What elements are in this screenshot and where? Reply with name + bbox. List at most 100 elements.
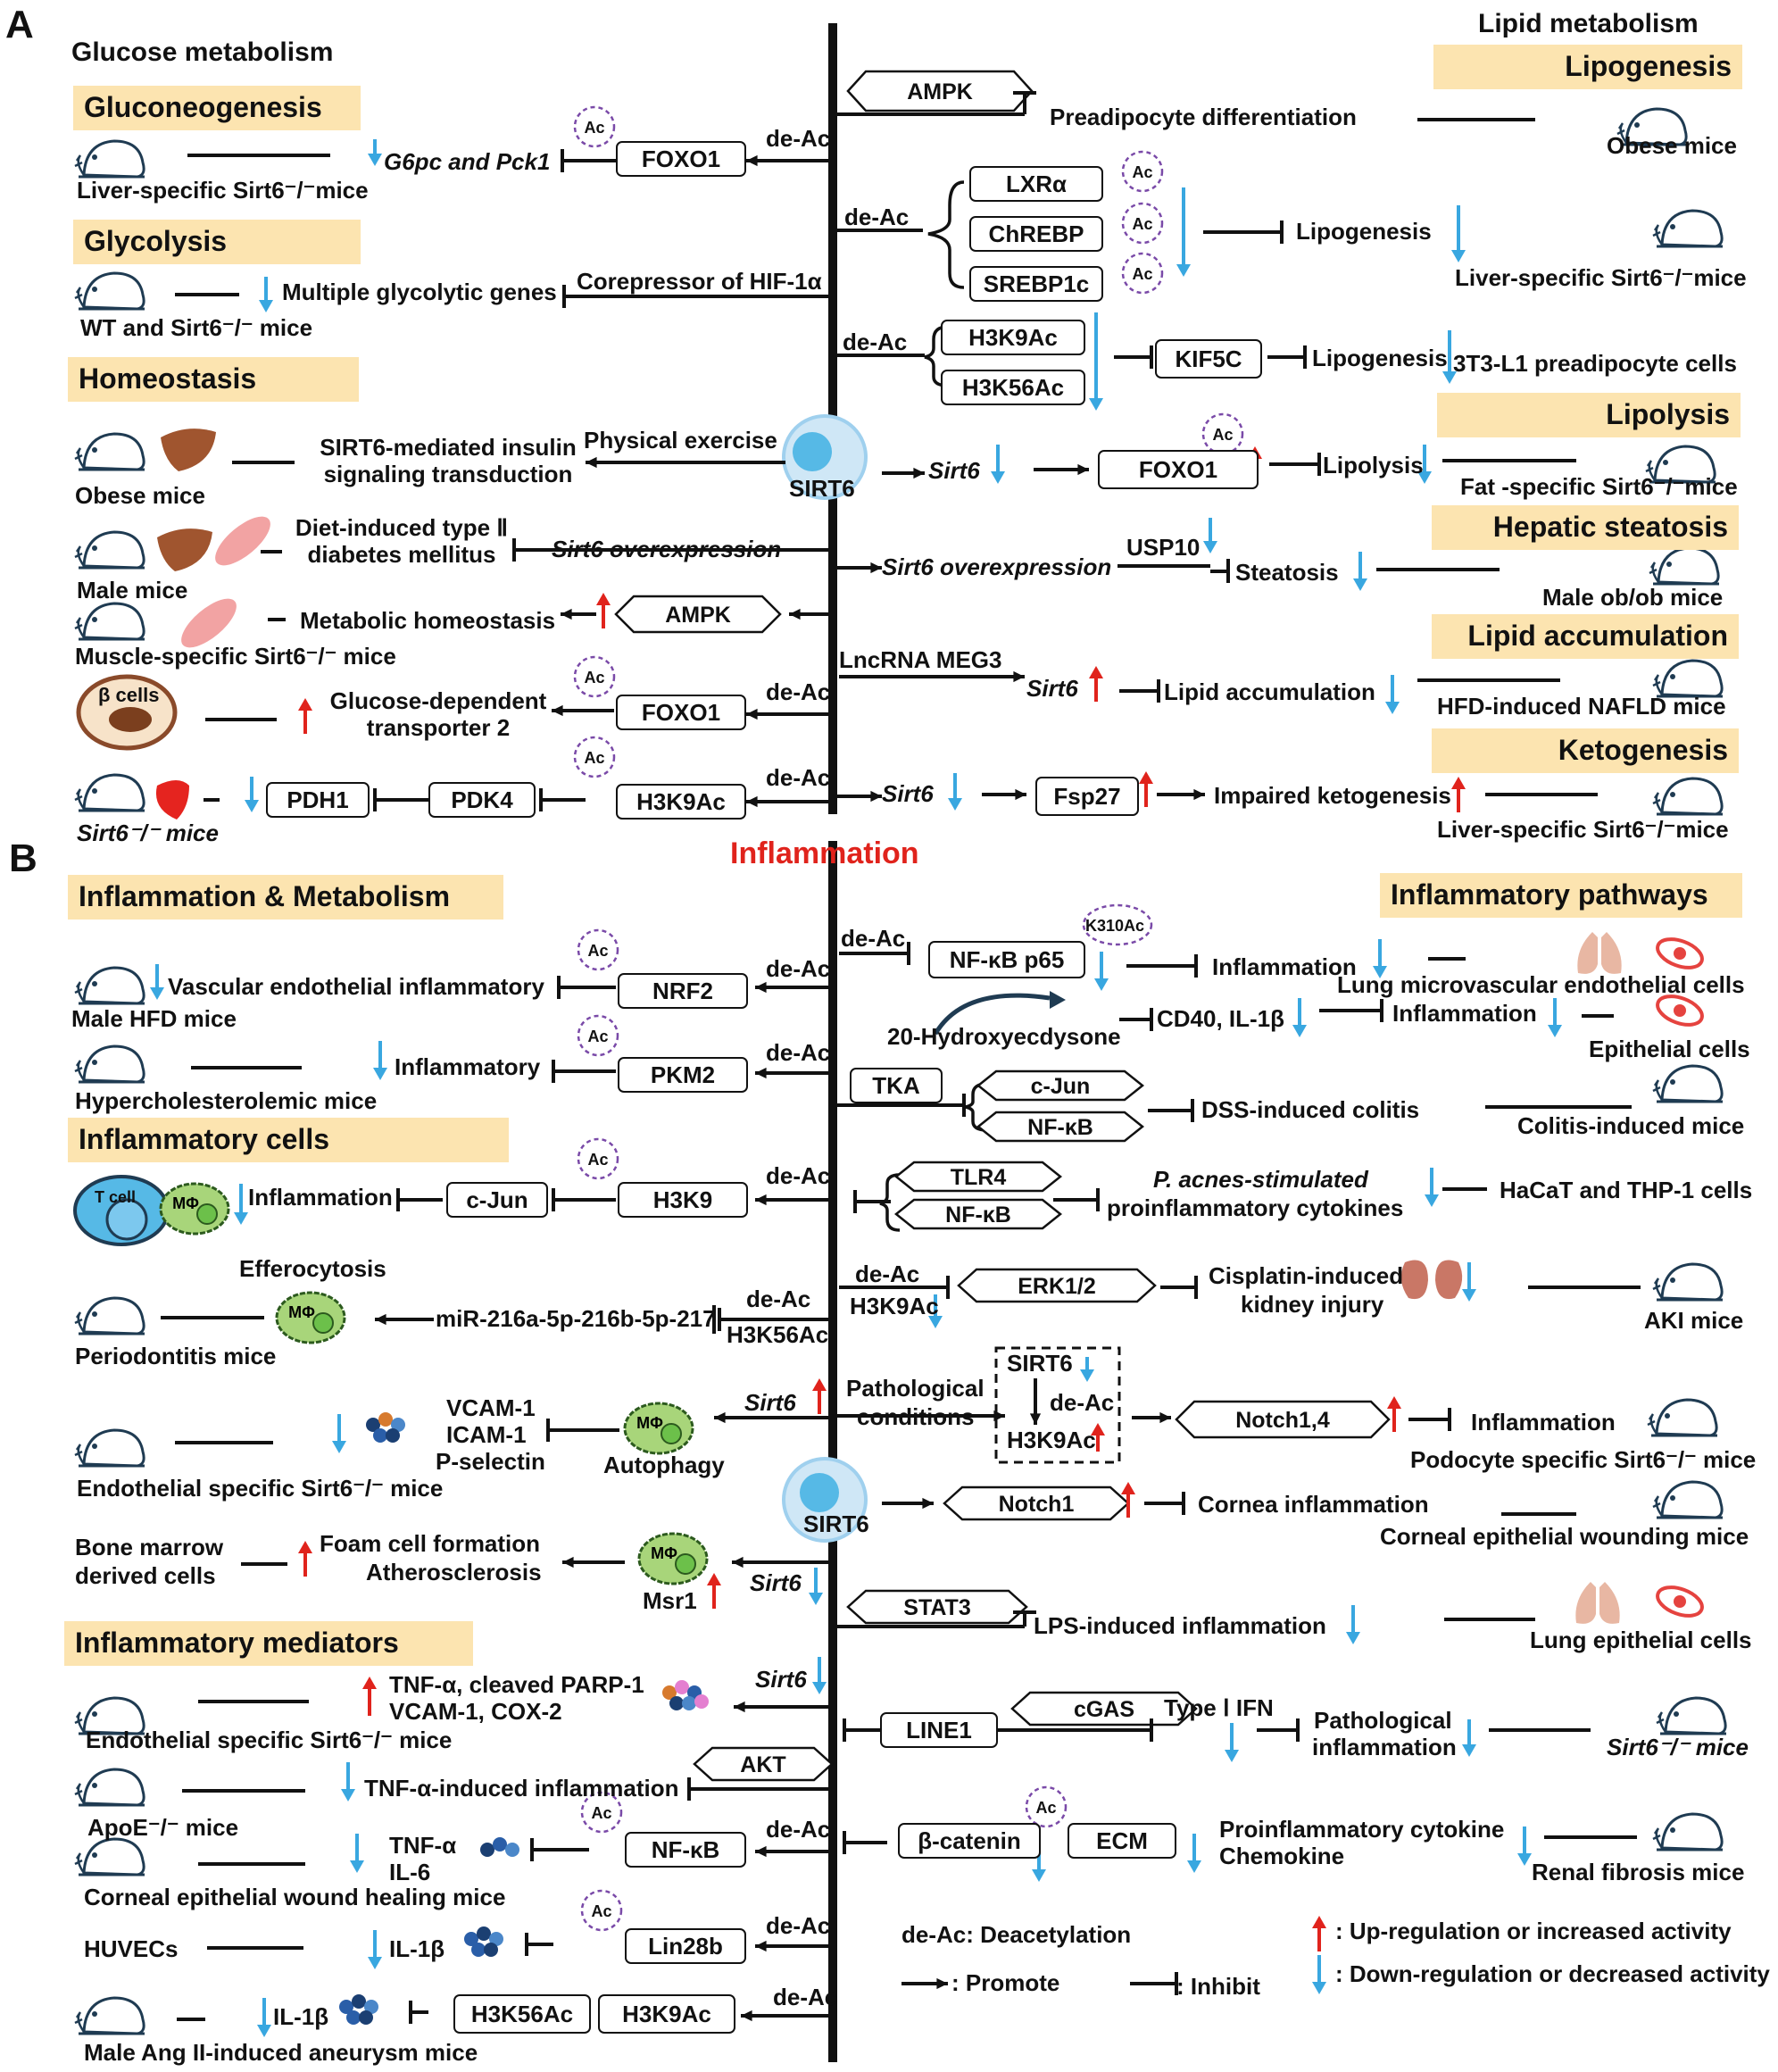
acetyl-tag-circle: [1025, 1785, 1068, 1828]
section-homeostasis: Homeostasis: [68, 357, 359, 402]
eye-pupil: [1674, 1595, 1686, 1608]
target-fat-sirt6-mice: Fat -specific Sirt6⁻/⁻mice: [1460, 473, 1738, 500]
cytokine-dots-icon: [493, 1837, 507, 1851]
up-regulation-arrow-head: [1312, 1916, 1326, 1928]
hif-corepressor: Corepressor of HIF-1α: [577, 268, 822, 295]
section-inflammatory-mediators: Inflammatory mediators: [64, 1621, 473, 1666]
cytokine-dots-icon: [359, 2010, 373, 2025]
srebp1c-box: SREBP1c: [969, 266, 1103, 302]
steatosis: Steatosis: [1235, 559, 1339, 586]
acetyl-tag-label: Ac: [584, 749, 604, 767]
inflammation-label-4: Inflammation: [1471, 1409, 1616, 1435]
vcam1: VCAM-1: [446, 1394, 536, 1421]
down-regulation-arrow-head: [812, 1682, 827, 1694]
cytokine-dots-icon: [339, 2000, 353, 2014]
pkm2-box: PKM2: [618, 1057, 748, 1093]
arrowhead: [714, 1411, 726, 1424]
sirt6-gene-1: Sirt6: [928, 457, 980, 484]
down-regulation-arrow-head: [809, 1593, 823, 1605]
section-steatosis: Hepatic steatosis: [1432, 505, 1739, 550]
sirt6-label-b: SIRT6: [803, 1510, 869, 1537]
cytokine-dots-icon: [669, 1696, 684, 1710]
arrowhead: [746, 708, 758, 720]
muscle-icon: [215, 516, 270, 566]
cytokine-dots-icon: [480, 1843, 494, 1857]
target-muscle-mice: Muscle-specific Sirt6⁻/⁻ mice: [75, 643, 396, 670]
down-regulation-arrow-head: [1462, 1744, 1476, 1757]
down-regulation-arrow-head: [1089, 398, 1103, 411]
impaired-ketogenesis: Impaired ketogenesis: [1214, 782, 1451, 809]
cytokine-dots-icon: [1187, 1741, 1201, 1755]
cytokine-dots-icon: [682, 1696, 696, 1710]
arrowhead: [789, 608, 801, 620]
arrowhead: [552, 704, 563, 717]
arrowhead: [755, 981, 767, 994]
target-endothelial-sirt6: Endothelial specific Sirt6⁻/⁻ mice: [77, 1475, 444, 1502]
il6-label: IL-6: [389, 1859, 431, 1885]
arrowhead: [755, 1067, 767, 1079]
deac-label-2: de-Ac: [766, 678, 831, 705]
h3k9ac-label-3: H3K9Ac: [1007, 1427, 1096, 1453]
arrowhead: [732, 1556, 744, 1569]
lipogenesis-2: Lipogenesis: [1312, 345, 1448, 371]
down-regulation-arrow-head: [1442, 371, 1457, 384]
deac-label-9: de-Ac: [746, 1286, 811, 1312]
cytokine-dots-icon: [366, 1418, 380, 1432]
mouse-icon: [74, 271, 145, 311]
arrowhead: [936, 1977, 948, 1990]
target-periodontitis: Periodontitis mice: [75, 1343, 277, 1369]
deac-label-3: de-Ac: [766, 764, 831, 791]
mouse-icon: [1656, 1696, 1727, 1735]
target-ob-mice: Male ob/ob mice: [1542, 584, 1724, 611]
diabetes: Diet-induced type Ⅱ diabetes mellitus: [295, 514, 509, 568]
target-hacat: HaCaT and THP-1 cells: [1500, 1177, 1753, 1203]
cgas-hex: cGAS: [1074, 1697, 1134, 1722]
panel-label-a: A: [5, 3, 34, 46]
down-regulation-arrow-head: [1080, 1369, 1094, 1382]
lipolysis: Lipolysis: [1323, 452, 1424, 478]
lipid-accumulation: Lipid accumulation: [1164, 678, 1375, 705]
cytokine-dots-icon: [1192, 1725, 1207, 1739]
cytokine-dots-icon: [373, 1428, 387, 1443]
macrophage-nucleus: [196, 1203, 218, 1225]
down-regulation-arrow-head: [1425, 1194, 1439, 1207]
nfkb-hex-2-shape: [893, 1198, 1063, 1230]
foxo1-box: FOXO1: [616, 141, 746, 177]
acetyl-tag-label: Ac: [584, 669, 604, 687]
target-corneal-wound: Corneal epithelial wound healing mice: [84, 1884, 506, 1910]
mouse-icon: [1652, 659, 1724, 698]
beta-cell-label: β cells: [98, 684, 160, 706]
cytokine-dots-icon: [1200, 1741, 1214, 1755]
cjun-hex: c-Jun: [1031, 1074, 1091, 1099]
arrowhead: [741, 2010, 752, 2022]
h3k56ac-box-2: H3K56Ac: [453, 1994, 591, 2034]
curved-arrowhead: [1050, 991, 1066, 1009]
mouse-icon: [74, 773, 145, 812]
target-colitis-mice: Colitis-induced mice: [1517, 1112, 1745, 1139]
cjun-box: c-Jun: [446, 1182, 548, 1218]
dashed-complex: [994, 1346, 1121, 1464]
deac-label-14: de-Ac: [855, 1261, 920, 1287]
notch14-hex: Notch1,4: [1235, 1408, 1330, 1433]
cytokine-dots-icon: [364, 2000, 378, 2014]
target-sirt6-mice-2: Sirt6⁻/⁻ mice: [1607, 1734, 1749, 1760]
mouse-icon: [74, 1837, 145, 1876]
section-inflammation-metabolism: Inflammation & Metabolism: [68, 875, 503, 920]
mouse-icon: [74, 1428, 145, 1468]
down-regulation-arrow-head: [1353, 578, 1367, 591]
sirt6-overexpression-2: Sirt6 overexpression: [882, 553, 1112, 580]
target-lung-epithelial: Lung epithelial cells: [1530, 1627, 1752, 1653]
vascular-inflammatory: Vascular endothelial inflammatory: [168, 973, 544, 1000]
mouse-icon: [1652, 1064, 1724, 1103]
h3k9ac-label-2: H3K9Ac: [850, 1293, 939, 1319]
vcam-cox: VCAM-1, COX-2: [389, 1698, 562, 1725]
sirt6-overexpression: Sirt6 overexpression: [552, 536, 782, 562]
h3k9ac-box-2: H3K9Ac: [941, 320, 1085, 355]
chrebp-box: ChREBP: [969, 216, 1103, 252]
down-regulation-arrow-head: [350, 1860, 364, 1873]
cytokine-dots-icon: [386, 1428, 400, 1443]
kif5c-box: KIF5C: [1155, 339, 1262, 379]
legend-inhibit: : Inhibit: [1176, 1973, 1260, 2000]
target-obese-mice: Obese mice: [75, 482, 205, 509]
